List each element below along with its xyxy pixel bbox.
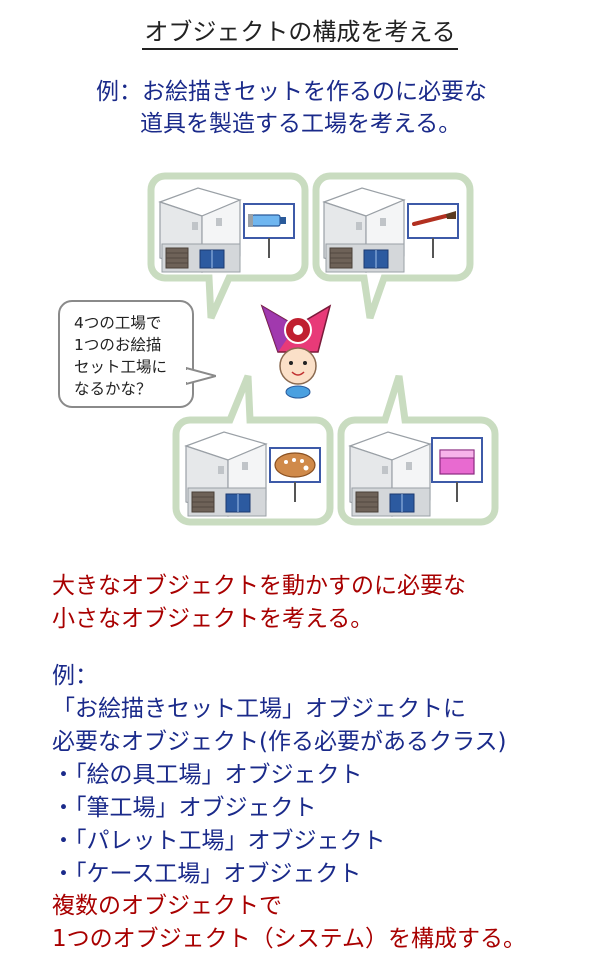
summary-2-line-2: 1つのオブジェクト（システム）を構成する。 bbox=[52, 926, 526, 952]
factory-illustration bbox=[147, 172, 499, 526]
summary-2-line-1: 複数のオブジェクトで bbox=[52, 893, 282, 919]
palette-icon bbox=[274, 452, 316, 478]
speech-line: なるかな？ bbox=[74, 380, 152, 398]
section-summary-2: 複数のオブジェクトで 1つのオブジェクト（システム）を構成する。 bbox=[52, 890, 526, 956]
summary-1-line-1: 大きなオブジェクトを動かすのに必要な bbox=[52, 573, 466, 599]
intro-line-2: 道具を製造する工場を考える。 bbox=[140, 111, 462, 137]
example-item: ・「筆工場」オブジェクト bbox=[52, 795, 317, 821]
intro-line-1: 例：お絵描きセットを作るのに必要な bbox=[96, 79, 487, 105]
factory-bubble-paint bbox=[147, 172, 309, 320]
character-icon bbox=[260, 304, 332, 399]
speech-line: 1つのお絵描 bbox=[74, 336, 162, 354]
page-title: オブジェクトの構成を考える bbox=[0, 12, 600, 50]
speech-bubble: 4つの工場で 1つのお絵描 セット工場に なるかな？ bbox=[58, 300, 194, 408]
intro-text: 例：お絵描きセットを作るのに必要な 道具を製造する工場を考える。 bbox=[96, 76, 487, 140]
factory-building-icon bbox=[323, 187, 405, 273]
factory-bubble-palette bbox=[172, 374, 334, 526]
speech-line: セット工場に bbox=[74, 358, 168, 376]
factory-building-icon bbox=[349, 431, 431, 517]
summary-1-line-2: 小さなオブジェクトを考える。 bbox=[52, 606, 374, 632]
example-heading: 例： bbox=[52, 663, 98, 689]
example-line-1: 「お絵描きセット工場」オブジェクトに bbox=[52, 696, 466, 722]
example-item: ・「絵の具工場」オブジェクト bbox=[52, 762, 363, 788]
example-item: ・「ケース工場」オブジェクト bbox=[52, 861, 362, 887]
section-example: 例： 「お絵描きセット工場」オブジェクトに 必要なオブジェクト(作る必要があるク… bbox=[52, 660, 507, 891]
paint-tube-icon bbox=[248, 214, 286, 227]
factory-building-icon bbox=[159, 187, 241, 273]
example-line-2: 必要なオブジェクト(作る必要があるクラス) bbox=[52, 729, 507, 755]
case-sign-icon bbox=[431, 437, 483, 502]
example-item: ・「パレット工場」オブジェクト bbox=[52, 828, 386, 854]
factory-bubble-brush bbox=[312, 172, 474, 320]
speech-line: 4つの工場で bbox=[74, 314, 162, 332]
factory-bubble-case bbox=[337, 374, 499, 526]
page-title-text: オブジェクトの構成を考える bbox=[142, 18, 458, 50]
brush-icon bbox=[412, 211, 456, 226]
speech-bubble-tail bbox=[186, 366, 216, 386]
section-summary-1: 大きなオブジェクトを動かすのに必要な 小さなオブジェクトを考える。 bbox=[52, 570, 466, 636]
factory-building-icon bbox=[185, 431, 267, 517]
